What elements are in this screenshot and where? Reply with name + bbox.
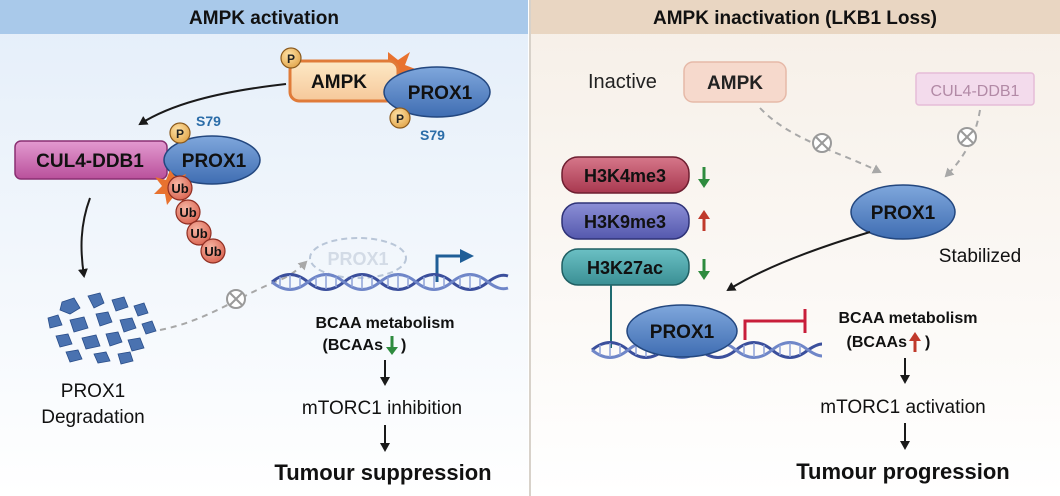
right-mtorc1-label: mTORC1 activation bbox=[820, 397, 985, 418]
dna-helix-left bbox=[271, 273, 509, 291]
inactive-ampk-label: AMPK bbox=[707, 73, 763, 94]
faded-cul4-ddb1-box bbox=[915, 72, 1035, 106]
ubiquitin-1 bbox=[167, 175, 193, 201]
right-bcaa-line1: BCAA metabolism bbox=[839, 310, 978, 327]
down-arrow-icon bbox=[698, 259, 710, 280]
inactive-ampk-box bbox=[683, 61, 787, 103]
right-panel-title: AMPK inactivation (LKB1 Loss) bbox=[653, 8, 937, 29]
prox1-ellipse-bound bbox=[163, 135, 261, 185]
histone-mark-h3k9me3 bbox=[561, 202, 690, 240]
right-bcaa-line2: (BCAAs bbox=[847, 334, 908, 351]
up-arrow-icon bbox=[909, 332, 921, 352]
blocked-circle-cul4-icon bbox=[957, 127, 977, 147]
blocked-circle-ampk-icon bbox=[812, 133, 832, 153]
right-header-bar bbox=[531, 0, 1060, 34]
phospho-label-bound: P bbox=[176, 127, 184, 141]
left-panel: AMPK activation AMPK P PROX1 P S79 CUL4-… bbox=[0, 0, 528, 496]
phospho-label-ampk: P bbox=[287, 52, 295, 66]
left-outcome-label: Tumour suppression bbox=[274, 460, 491, 485]
cul4-ddb1-label: CUL4-DDB1 bbox=[36, 151, 144, 172]
arrow-prox1-to-dna bbox=[726, 231, 871, 292]
down-arrow-icon bbox=[386, 336, 398, 355]
ampk-prox1-complex: AMPK P PROX1 P S79 bbox=[280, 47, 491, 143]
left-bcaa-close: ) bbox=[401, 337, 406, 354]
right-outcome-label: Tumour progression bbox=[796, 459, 1010, 484]
prox1-label-bound: PROX1 bbox=[182, 151, 247, 172]
histone-mark-h3k4me3-label: H3K4me3 bbox=[584, 166, 666, 186]
left-bcaa-line2: (BCAAs bbox=[323, 337, 384, 354]
ubiquitin-label-3: Ub bbox=[190, 226, 207, 241]
stabilized-label: Stabilized bbox=[939, 246, 1021, 267]
histone-mark-h3k4me3 bbox=[561, 156, 690, 194]
phospho-circle-prox1 bbox=[389, 107, 411, 129]
right-panel: AMPK inactivation (LKB1 Loss) Inactive A… bbox=[531, 0, 1060, 496]
prox1-ellipse-top bbox=[383, 66, 491, 118]
prox1-label-top: PROX1 bbox=[408, 83, 473, 104]
right-bcaa-close: ) bbox=[925, 334, 930, 351]
ubiquitin-label-2: Ub bbox=[179, 205, 196, 220]
ampk-label: AMPK bbox=[311, 72, 367, 93]
phospho-circle-ampk bbox=[280, 47, 302, 69]
arrow-to-degradation bbox=[77, 197, 91, 278]
cul4-prox1-complex: CUL4-DDB1 PROX1 P S79 Ub Ub Ub Ub bbox=[14, 113, 261, 264]
inactive-label: Inactive bbox=[588, 71, 657, 93]
ubiquitin-label-4: Ub bbox=[204, 244, 221, 259]
degradation-fragments-icon bbox=[47, 292, 157, 365]
site-label-bottom: S79 bbox=[420, 127, 445, 143]
phospho-circle-bound bbox=[169, 122, 191, 144]
arrow-ampk-to-cul4 bbox=[138, 83, 287, 126]
left-panel-title: AMPK activation bbox=[189, 8, 339, 29]
prox1-stabilized-ellipse bbox=[850, 184, 956, 240]
histone-mark-h3k27ac-label: H3K27ac bbox=[587, 258, 663, 278]
ubiquitin-3 bbox=[186, 220, 212, 246]
ubiquitin-4 bbox=[200, 238, 226, 264]
histone-mark-h3k9me3-label: H3K9me3 bbox=[584, 212, 666, 232]
degradation-line2: Degradation bbox=[41, 407, 145, 428]
repression-line bbox=[743, 319, 805, 340]
faded-prox1-ellipse bbox=[309, 237, 407, 279]
faded-prox1-label: PROX1 bbox=[327, 249, 388, 269]
blocked-circle-icon bbox=[226, 289, 246, 309]
site-label-top: S79 bbox=[196, 113, 221, 129]
dashed-arrow-blocked bbox=[159, 260, 308, 331]
ubiquitin-label-1: Ub bbox=[171, 181, 188, 196]
left-bcaa-line1: BCAA metabolism bbox=[316, 315, 455, 332]
histone-mark-h3k27ac bbox=[561, 248, 690, 286]
prox1-dna-label: PROX1 bbox=[650, 322, 715, 343]
up-arrow-icon bbox=[698, 210, 710, 231]
phospho-label-prox1: P bbox=[396, 112, 404, 126]
ubiquitin-2 bbox=[175, 199, 201, 225]
left-mtorc1-label: mTORC1 inhibition bbox=[302, 398, 462, 419]
dashed-arrow-cul4-blocked bbox=[944, 109, 981, 178]
faded-cul4-ddb1-label: CUL4-DDB1 bbox=[931, 83, 1020, 100]
left-header-bar bbox=[0, 0, 528, 34]
down-arrow-icon bbox=[698, 167, 710, 188]
degradation-line1: PROX1 bbox=[61, 381, 125, 402]
prox1-stabilized-label: PROX1 bbox=[871, 203, 936, 224]
prox1-dna-ellipse bbox=[626, 304, 738, 358]
transcription-arrow-head-icon bbox=[460, 249, 474, 263]
